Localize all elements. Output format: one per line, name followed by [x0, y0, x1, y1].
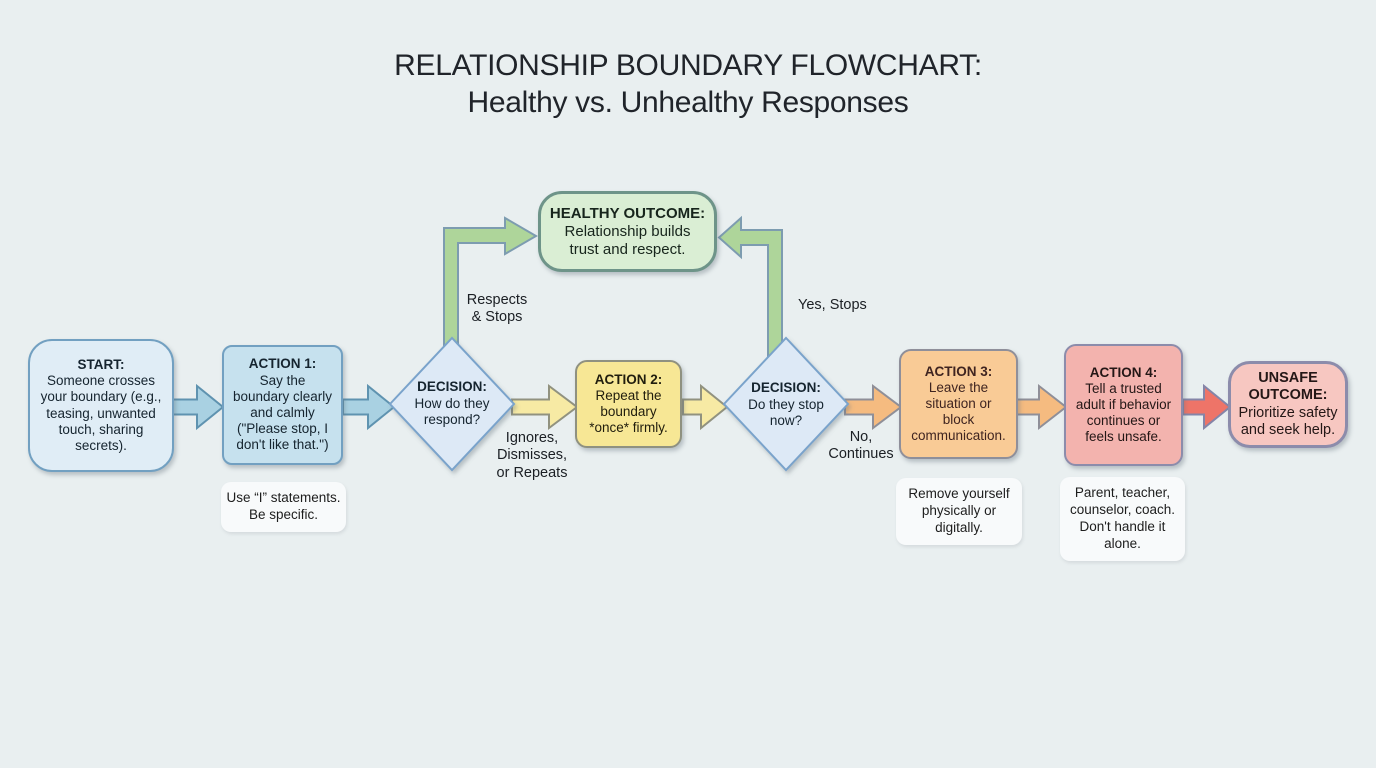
node-healthy-outcome-body: Relationship builds trust and respect. [564, 222, 691, 258]
node-action1-body: Say the boundary clearly and calmly ("Pl… [232, 372, 333, 453]
node-action3-header: ACTION 3: [924, 363, 993, 379]
node-healthy-outcome: HEALTHY OUTCOME: Relationship builds tru… [538, 191, 717, 272]
arrow-decision1-to-action2 [511, 384, 579, 430]
node-decision1-header: DECISION: [417, 379, 487, 395]
node-action4-body: Tell a trusted adult if behavior continu… [1075, 380, 1172, 445]
arrow-action2-to-decision2 [682, 383, 729, 431]
arrow-action1-to-decision1 [342, 383, 396, 431]
node-action2-body: Repeat the boundary *once* firmly. [589, 387, 668, 436]
node-unsafe-outcome-body: Prioritize safety and seek help. [1238, 404, 1338, 438]
node-action4-header: ACTION 4: [1089, 364, 1158, 380]
edge-label-no-continues: No, Continues [828, 429, 894, 463]
node-decision2-body: Do they stop now? [748, 396, 824, 429]
node-start-header: START: [77, 356, 125, 372]
node-action2: ACTION 2: Repeat the boundary *once* fir… [575, 360, 682, 448]
page-title-line2: Healthy vs. Unhealthy Responses [467, 85, 909, 119]
arrow-decision2-to-action3 [844, 384, 903, 430]
node-unsafe-outcome-header: UNSAFE OUTCOME: [1248, 369, 1328, 404]
decision-diamond-1 [388, 336, 516, 472]
arrow-action3-to-action4 [1016, 383, 1068, 431]
node-decision1: DECISION: How do they respond? [397, 362, 507, 446]
node-start-body: Someone crosses your boundary (e.g., tea… [40, 373, 162, 453]
arrow-decision1-to-healthy [443, 216, 538, 361]
edge-label-yes-stops: Yes, Stops [798, 297, 867, 313]
node-action3: ACTION 3: Leave the situation or block c… [899, 349, 1018, 459]
node-action2-header: ACTION 2: [594, 371, 663, 387]
note-action1: Use “I” statements. Be specific. [221, 482, 346, 532]
node-action3-body: Leave the situation or block communicati… [911, 379, 1006, 444]
node-decision1-body: How do they respond? [414, 395, 490, 428]
page-title: RELATIONSHIP BOUNDARY FLOWCHART: Healthy… [0, 48, 1376, 121]
node-decision2: DECISION: Do they stop now? [731, 364, 841, 446]
node-action1-header: ACTION 1: [248, 356, 317, 372]
node-healthy-outcome-header: HEALTHY OUTCOME: [549, 204, 706, 222]
node-action4: ACTION 4: Tell a trusted adult if behavi… [1064, 344, 1183, 466]
edge-label-respects-stops: Respects & Stops [466, 292, 528, 326]
node-start: START: Someone crosses your boundary (e.… [28, 339, 174, 472]
edge-label-ignores-dismisses: Ignores, Dismisses, or Repeats [496, 430, 568, 481]
node-decision2-header: DECISION: [751, 380, 821, 396]
arrow-decision2-to-healthy [717, 215, 783, 361]
decision-diamond-2 [722, 336, 850, 472]
arrow-action4-to-unsafe [1182, 383, 1232, 431]
note-action4: Parent, teacher, counselor, coach. Don't… [1060, 477, 1185, 561]
note-action3: Remove yourself physically or digitally. [896, 478, 1022, 545]
arrow-start-to-action1 [171, 383, 225, 431]
node-action1: ACTION 1: Say the boundary clearly and c… [222, 345, 343, 465]
page-title-line1: RELATIONSHIP BOUNDARY FLOWCHART: [394, 49, 982, 82]
node-unsafe-outcome: UNSAFE OUTCOME: Prioritize safety and se… [1228, 361, 1348, 448]
